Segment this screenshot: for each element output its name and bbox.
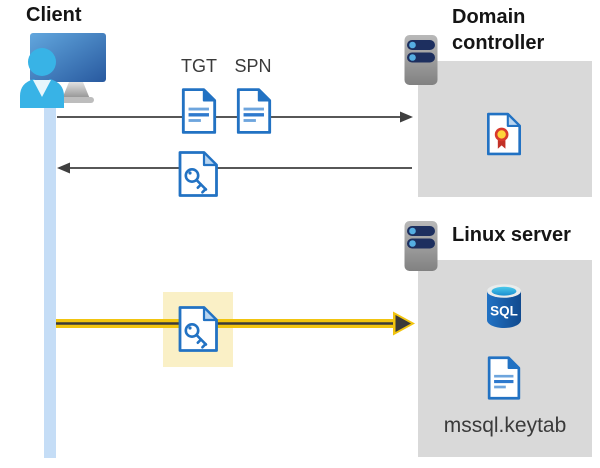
domain-controller-server-icon bbox=[404, 35, 438, 85]
keytab-document-icon bbox=[487, 356, 521, 400]
linux-server-label: Linux server bbox=[452, 224, 571, 246]
person-icon bbox=[20, 48, 64, 108]
service-ticket-key-document-icon bbox=[178, 306, 218, 352]
linux-server-icon bbox=[404, 221, 438, 271]
monitor-stand bbox=[62, 82, 90, 99]
keytab-filename-label: mssql.keytab bbox=[443, 414, 567, 437]
monitor-base bbox=[58, 97, 94, 103]
spn-label: SPN bbox=[234, 56, 272, 76]
client-user-monitor-icon bbox=[20, 33, 106, 108]
ticket-key-document-icon bbox=[178, 151, 218, 197]
arrow-client-to-linux-server bbox=[56, 311, 415, 336]
spn-document-icon bbox=[236, 87, 272, 135]
tgt-label: TGT bbox=[181, 56, 217, 76]
arrow-domain-controller-to-client bbox=[57, 162, 412, 174]
tgt-document-icon bbox=[181, 87, 217, 135]
sql-icon-label: SQL bbox=[490, 304, 518, 319]
client-lifeline bbox=[44, 84, 56, 458]
domain-controller-label: Domain controller bbox=[452, 6, 545, 54]
certificate-document-icon bbox=[486, 112, 522, 156]
client-label: Client bbox=[26, 4, 82, 26]
arrow-client-to-domain-controller bbox=[57, 111, 413, 123]
sql-database-icon: SQL bbox=[487, 284, 521, 328]
